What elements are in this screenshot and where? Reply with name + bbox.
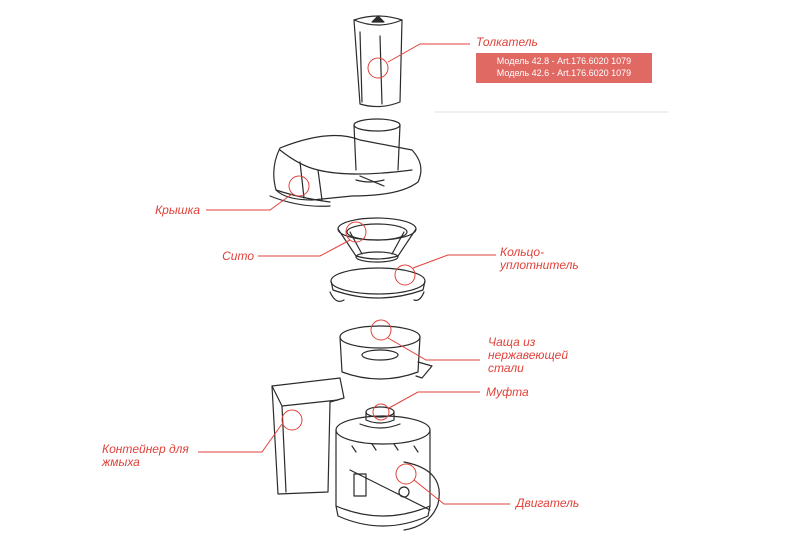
container-leader-line: [198, 423, 283, 453]
lid-marker-icon: [288, 175, 310, 197]
lid-label: Крышка: [155, 203, 200, 217]
model-label-text: Модель 42.8 - Art.176.6020 1079 Модель 4…: [476, 53, 652, 83]
ring-label-line-2: уплотнитель: [500, 258, 579, 272]
bowl-label-line-1: Чаща из: [488, 335, 536, 349]
container-label-line-2: жмыха: [102, 455, 140, 469]
ring-part: [329, 267, 426, 302]
bowl-label-line-2: нержавеющей: [488, 348, 569, 362]
container-label-line-1: Контейнер для: [102, 442, 189, 456]
bowl-label: Чаща из нержавеющей стали: [488, 336, 568, 375]
pusher-part: [353, 15, 403, 108]
motor-label: Двигатель: [516, 496, 580, 510]
coupling-part: [359, 406, 401, 429]
sieve-part: [337, 217, 417, 263]
coupling-label: Муфта: [486, 385, 529, 399]
ring-leader-line: [412, 254, 496, 269]
pusher-label: Толкатель: [476, 35, 538, 49]
sieve-leader-line: [258, 239, 351, 257]
lid-leader-line: [206, 193, 293, 211]
container-label: Контейнер для жмыха: [102, 443, 189, 469]
ring-marker-icon: [394, 264, 416, 286]
ring-label: Кольцо- уплотнитель: [500, 246, 579, 272]
motor-leader-line: [413, 479, 510, 505]
bowl-marker-icon: [370, 319, 392, 341]
pusher-leader-line: [387, 43, 470, 63]
coupling-marker-icon: [372, 403, 390, 421]
model-line-1: Модель 42.8 - Art.176.6020 1079: [496, 56, 632, 66]
coupling-leader-line: [388, 391, 480, 409]
model-label-box: [476, 53, 652, 83]
bowl-leader-line: [387, 337, 480, 361]
ring-label-line-1: Кольцо-: [500, 245, 545, 259]
sieve-marker-icon: [345, 221, 367, 243]
model-line-2: Модель 42.6 - Art.176.6020 1079: [496, 68, 632, 78]
container-marker-icon: [281, 409, 303, 431]
sieve-label: Сито: [222, 249, 254, 263]
pulp-container-part: [271, 377, 345, 495]
bowl-label-line-3: стали: [488, 361, 524, 375]
pusher-marker-icon: [367, 57, 389, 79]
motor-part: [335, 415, 440, 531]
lid-part: [269, 118, 422, 207]
motor-marker-icon: [395, 463, 417, 485]
bowl-part: [339, 325, 433, 380]
